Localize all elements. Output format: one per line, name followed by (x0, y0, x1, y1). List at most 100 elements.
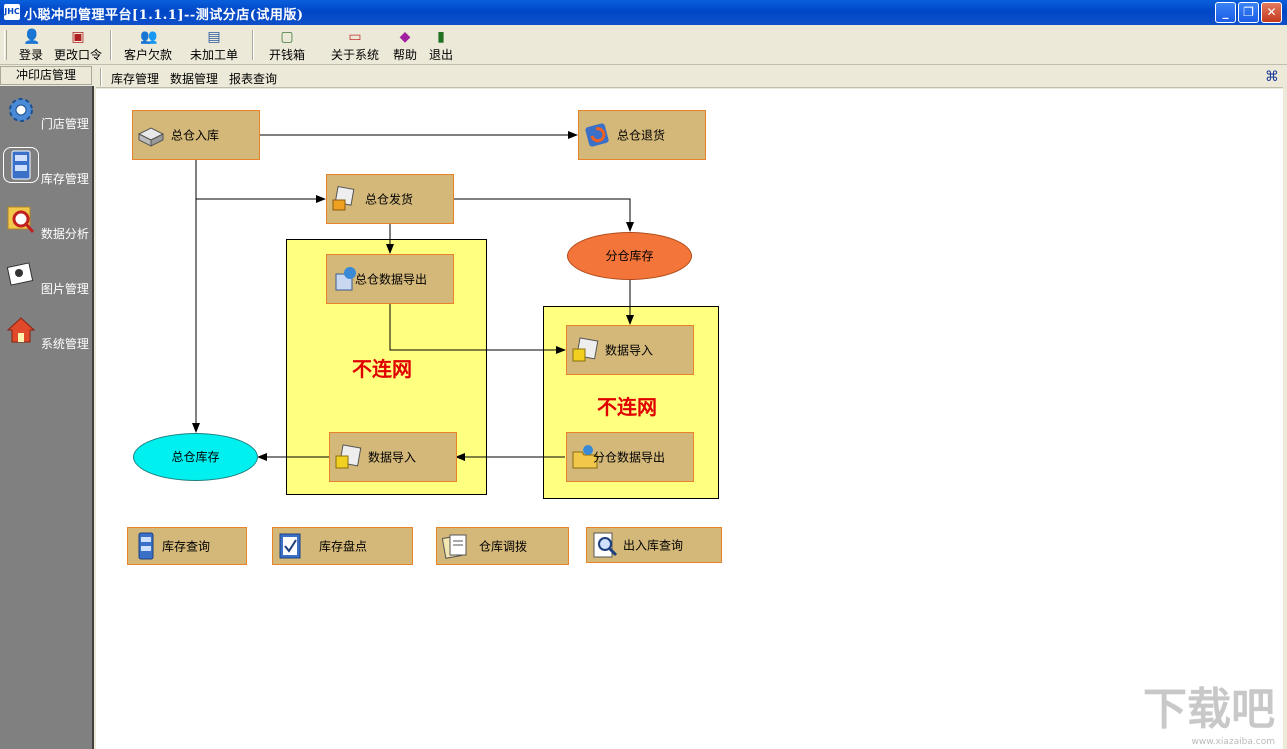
toolbar: 👤 登录 ▣ 更改口令 👥 客户欠款 ▤ 未加工单 ▢ 开钱箱 ▭ 关于系统 ◆… (0, 25, 1287, 65)
sidebar-item-label: 数据分析 (40, 227, 89, 241)
box-label: 总仓数据导出 (355, 272, 428, 287)
sidebar-item-label: 门店管理 (40, 117, 89, 131)
box-label: 总仓发货 (365, 192, 414, 207)
node-label: 分仓库存 (605, 249, 654, 263)
exit-button[interactable]: ▮ 退出 (426, 29, 456, 63)
box-label: 库存查询 (162, 539, 211, 554)
user-icon: 👤 (23, 29, 41, 45)
checklist-icon (279, 533, 301, 559)
change-password-button[interactable]: ▣ 更改口令 (52, 29, 104, 63)
door-icon: ▮ (437, 29, 445, 45)
box-label: 库存盘点 (319, 539, 368, 554)
sidebar-item-inventory[interactable]: 库存管理 (0, 147, 94, 187)
help-button[interactable]: ◆ 帮助 (390, 29, 420, 63)
watermark-url: www.xiazaiba.com (1191, 737, 1275, 747)
arrow-export-to-import (389, 303, 566, 354)
watermark: 下载吧 www.xiazaiba.com (1143, 673, 1275, 747)
main-data-export-button[interactable]: 总仓数据导出 (326, 254, 454, 304)
customer-debt-button[interactable]: 👥 客户欠款 (122, 29, 174, 63)
branch-data-export-button[interactable]: 分仓数据导出 (566, 432, 694, 482)
box-label: 总仓退货 (617, 128, 666, 143)
workflow-canvas: 不连网 不连网 总仓入库 (96, 89, 1283, 749)
sidebar-item-store[interactable]: 门店管理 (0, 94, 94, 132)
app-icon: JHC (4, 4, 20, 20)
order-icon: ▤ (207, 29, 221, 45)
binoculars-icon[interactable]: ⌘ (1265, 69, 1279, 85)
unprocessed-orders-button[interactable]: ▤ 未加工单 (188, 29, 240, 63)
offline-label: 不连网 (597, 395, 657, 419)
open-drawer-button[interactable]: ▢ 开钱箱 (266, 29, 308, 63)
change-password-label: 更改口令 (53, 48, 102, 62)
search-report-icon (593, 532, 618, 558)
title-bar: JHC 小聪冲印管理平台[1.1.1]--测试分店(试用版) _ ❐ ✕ (0, 0, 1287, 25)
drawer-icon: ▢ (280, 29, 294, 45)
warehouse-transfer-button[interactable]: 仓库调拨 (436, 527, 569, 565)
return-icon (585, 123, 609, 147)
folder-export-icon (572, 445, 598, 469)
flow-arrows (192, 131, 634, 461)
menu-bar: 库存管理 数据管理 报表查询 ⌘ (96, 66, 1283, 88)
box-label: 仓库调拨 (479, 539, 528, 554)
stock-query-button[interactable]: 库存查询 (127, 527, 247, 565)
box-label: 数据导入 (368, 450, 417, 465)
gear-icon (9, 98, 34, 122)
toolbar-grip (4, 30, 7, 60)
monitor-icon: ▭ (348, 29, 362, 45)
toolbar-separator (110, 30, 112, 60)
io-query-button[interactable]: 出入库查询 (586, 527, 722, 563)
documents-icon (441, 534, 467, 559)
help-label: 帮助 (392, 48, 417, 62)
box-label: 总仓入库 (171, 128, 220, 143)
menu-grip (100, 68, 102, 86)
sidebar-item-system[interactable]: 系统管理 (0, 314, 94, 352)
login-button[interactable]: 👤 登录 (16, 29, 46, 63)
offline-label: 不连网 (352, 357, 412, 381)
node-label: 总仓库存 (171, 450, 220, 464)
watermark-text: 下载吧 (1143, 684, 1275, 735)
window-title: 小聪冲印管理平台[1.1.1]--测试分店(试用版) (24, 8, 304, 23)
import-icon (335, 444, 362, 469)
menu-reports[interactable]: 报表查询 (229, 72, 278, 86)
about-button[interactable]: ▭ 关于系统 (328, 29, 382, 63)
sidebar: 门店管理 库存管理 数据分析 图片管理 系统管理 (0, 86, 94, 749)
key-icon: ▣ (71, 29, 85, 45)
export-icon (335, 267, 356, 291)
box-label: 出入库查询 (623, 538, 684, 553)
cabinet-icon (3, 147, 40, 183)
import-icon (572, 337, 599, 362)
menu-inventory[interactable]: 库存管理 (111, 72, 160, 86)
branch-stock-node[interactable]: 分仓库存 (567, 232, 692, 280)
main-stock-node[interactable]: 总仓库存 (133, 433, 258, 481)
box-label: 分仓数据导出 (593, 450, 666, 465)
box-label: 数据导入 (605, 343, 654, 358)
unprocessed-orders-label: 未加工单 (189, 48, 238, 62)
sidebar-item-analysis[interactable]: 数据分析 (0, 204, 94, 242)
picture-icon (6, 262, 34, 286)
close-button[interactable]: ✕ (1261, 2, 1282, 23)
stocktake-button[interactable]: 库存盘点 (272, 527, 413, 565)
restore-button[interactable]: ❐ (1238, 2, 1259, 23)
customer-debt-label: 客户欠款 (123, 48, 172, 62)
login-label: 登录 (18, 48, 43, 62)
sidebar-item-label: 图片管理 (40, 282, 89, 296)
printer-ship-icon (332, 186, 355, 211)
data-import-branch-button[interactable]: 数据导入 (566, 325, 694, 375)
menu-data[interactable]: 数据管理 (170, 72, 219, 86)
magnifier-icon (7, 206, 35, 233)
house-icon (6, 317, 36, 343)
about-label: 关于系统 (330, 48, 379, 62)
exit-label: 退出 (428, 48, 453, 62)
toolbar-separator (252, 30, 254, 60)
data-import-main-button[interactable]: 数据导入 (329, 432, 457, 482)
open-drawer-label: 开钱箱 (268, 48, 305, 62)
book-icon: ◆ (399, 29, 411, 45)
main-warehouse-in-button[interactable]: 总仓入库 (132, 110, 260, 160)
printer-icon (137, 127, 165, 147)
main-warehouse-ship-button[interactable]: 总仓发货 (326, 174, 454, 224)
sidebar-item-pictures[interactable]: 图片管理 (0, 259, 94, 297)
sidebar-header: 冲印店管理 (0, 66, 92, 85)
cabinet-icon (138, 532, 154, 560)
main-warehouse-return-button[interactable]: 总仓退货 (578, 110, 706, 160)
minimize-button[interactable]: _ (1215, 2, 1236, 23)
sidebar-item-label: 库存管理 (40, 172, 89, 186)
